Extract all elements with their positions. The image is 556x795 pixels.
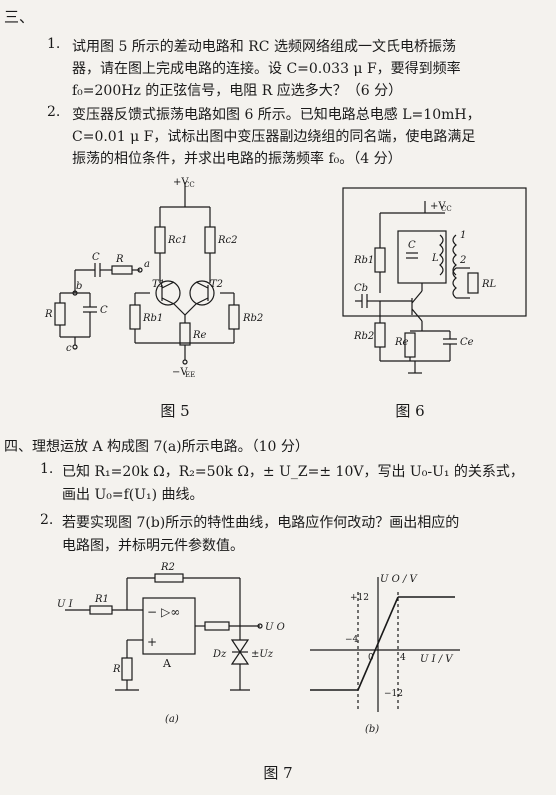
figure6-caption: 图 6	[395, 402, 425, 420]
fig5-rb1-label: Rb1	[142, 313, 163, 324]
fig6-l-label: L	[431, 253, 439, 264]
fig6-rb1-label: Rb1	[353, 255, 374, 266]
fig6-vcc-sub: CC	[441, 205, 452, 213]
q1-number: 1.	[47, 36, 61, 52]
fig6-re-label: Re	[394, 337, 409, 348]
fig5-vcc-label: +V	[173, 177, 189, 188]
fig7a-plus-label: +	[147, 635, 157, 649]
fig5-re-label: Re	[192, 330, 207, 341]
q1-line3: f₀=200Hz 的正弦信号，电阻 R 应选多大？（6 分）	[72, 83, 403, 99]
figure5-caption: 图 5	[160, 402, 190, 420]
section3-heading: 三、	[4, 8, 35, 26]
fig5-vcc-sub: CC	[184, 181, 195, 189]
fig6-rb2-label: Rb2	[353, 331, 374, 342]
fig5-node-c: c	[66, 343, 72, 354]
fig5-r-left-label: R	[44, 309, 53, 320]
fig7b-tick-m4: −4	[345, 635, 359, 645]
fig7a-opamp-symbol: ▷∞	[161, 605, 180, 619]
q2-line1: 变压器反馈式振荡电路如图 6 所示。已知电路总电感 L=10mH，	[72, 107, 481, 123]
fig7b-subcaption: (b)	[365, 724, 379, 735]
fig6-vcc-label: +V	[430, 201, 446, 212]
fig7a-dz-label: Dz	[212, 649, 227, 660]
fig7a-ui-label: U I	[57, 599, 74, 610]
fig5-c-top-label: C	[92, 252, 100, 263]
fig7a-minus-label: −	[147, 605, 157, 619]
fig5-rb2-label: Rb2	[242, 313, 263, 324]
figure6-diagram: +V CC Rb1 C L 1 2 RL Cb Rb2 Re Ce	[342, 187, 527, 374]
fig5-vee-label: −V	[172, 367, 188, 378]
q2-number: 2.	[47, 104, 61, 120]
fig6-rl-label: RL	[481, 279, 497, 290]
fig5-r-top-label: R	[115, 254, 124, 265]
fig7b-transfer-line	[357, 596, 399, 691]
fig7a-r-label: R	[112, 664, 121, 675]
s4-q1-line1: 已知 R₁=20k Ω，R₂=50k Ω，± U_Z=± 10V，写出 U₀-U…	[62, 464, 524, 480]
fig6-node1: 1	[460, 230, 466, 241]
section4-heading: 四、理想运放 A 构成图 7(a)所示电路。（10 分）	[4, 439, 309, 455]
fig5-rc1-label: Rc1	[167, 235, 188, 246]
fig6-ce-label: Ce	[460, 337, 474, 348]
fig7a-uo-label: U O	[265, 622, 285, 633]
fig7a-r1-label: R1	[94, 594, 109, 605]
fig5-t2-label: T2	[210, 279, 223, 290]
fig6-c-label: C	[408, 240, 416, 251]
fig7b-x-axis-label: U I / V	[420, 654, 454, 665]
s4-q2-number: 2.	[40, 512, 54, 528]
fig5-vee-sub: EE	[185, 371, 195, 379]
figure5-diagram: +V CC Rc1 Rc2 C R a b c R C T1 T2 Rb1 Rb…	[44, 177, 263, 379]
fig5-c-left-label: C	[100, 305, 108, 316]
figure7a-diagram: U I R1 R2 ▷∞ − + A R U O Dz ±Uz (a)	[57, 562, 285, 725]
fig7a-subcaption: (a)	[165, 714, 179, 725]
fig7b-origin: 0	[368, 653, 374, 663]
figure7b-chart: U O / V U I / V +12 −12 −4 4 0 (b)	[310, 574, 460, 735]
q1-line1: 试用图 5 所示的差动电路和 RC 选频网络组成一文氏电桥振荡	[72, 39, 456, 55]
s4-q1-number: 1.	[40, 461, 54, 477]
fig5-node-b: b	[76, 281, 82, 292]
q2-line2: C=0.01 μ F，试标出图中变压器副边绕组的同名端，使电路满足	[72, 129, 476, 145]
q2-line3: 振荡的相位条件，并求出电路的振荡频率 f₀。（4 分）	[72, 151, 402, 167]
fig6-node2: 2	[459, 255, 466, 266]
s4-q2-line2: 电路图，并标明元件参数值。	[62, 538, 244, 554]
fig5-node-a: a	[144, 259, 150, 270]
s4-q1-line2: 画出 U₀=f(U₁) 曲线。	[62, 487, 204, 503]
fig7b-y-axis-label: U O / V	[380, 574, 419, 585]
fig5-rc2-label: Rc2	[217, 235, 238, 246]
fig7a-a-label: A	[162, 657, 172, 670]
q1-line2: 器，请在图上完成电路的连接。设 C=0.033 μ F，要得到频率	[72, 61, 461, 77]
fig5-t1-label: T1	[152, 279, 165, 290]
s4-q2-line1: 若要实现图 7(b)所示的特性曲线，电路应作何改动？画出相应的	[62, 515, 460, 531]
fig7b-tick-m12: −12	[384, 689, 403, 699]
fig6-cb-label: Cb	[354, 283, 368, 294]
fig7a-uz-label: ±Uz	[251, 649, 274, 660]
fig7a-r2-label: R2	[160, 562, 175, 573]
fig7b-tick-p12: +12	[350, 593, 369, 603]
figure7-caption: 图 7	[263, 764, 293, 782]
fig7b-tick-p4: 4	[400, 653, 406, 663]
